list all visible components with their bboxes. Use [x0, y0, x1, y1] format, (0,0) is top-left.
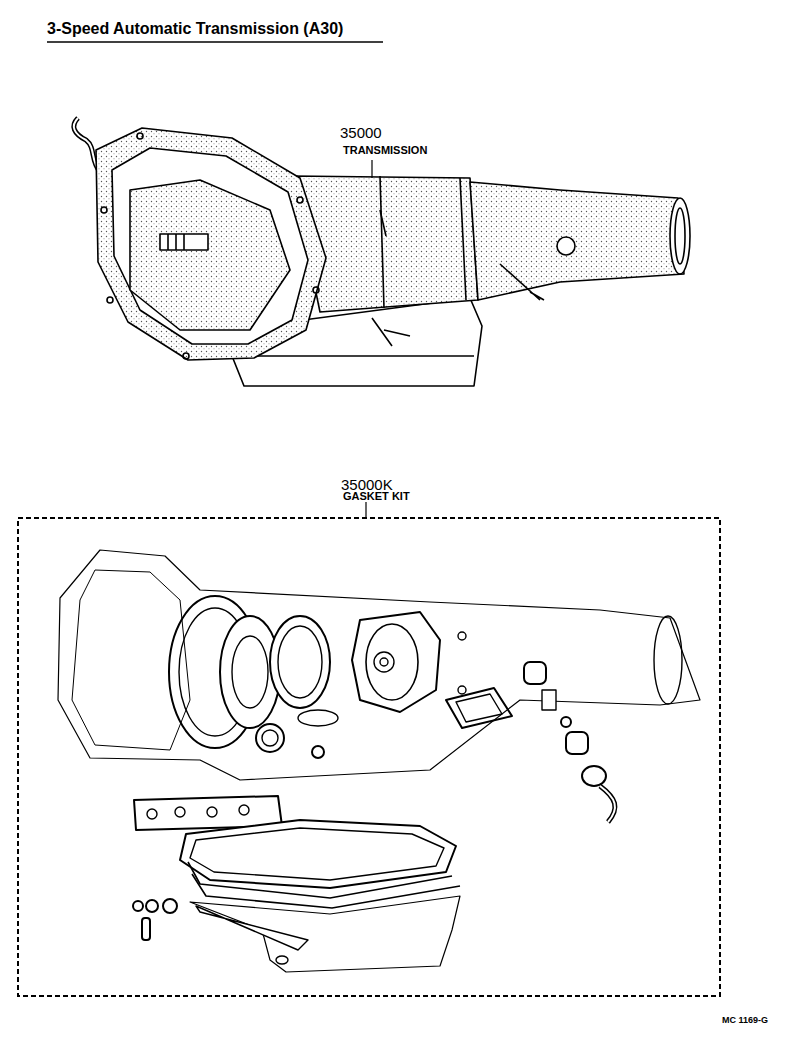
part-name: GASKET KIT	[343, 490, 410, 502]
leader-line	[365, 502, 366, 518]
gasket-kit-drawing	[58, 550, 700, 972]
part-number: 35000	[340, 125, 382, 142]
part-name: TRANSMISSION	[343, 144, 427, 156]
figure-code: MC 1169-G	[722, 1016, 768, 1026]
title-underline	[47, 41, 383, 43]
kit-boundary	[18, 518, 720, 996]
transmission-drawing	[74, 118, 690, 386]
leader-line	[371, 160, 372, 178]
page-title: 3-Speed Automatic Transmission (A30)	[47, 20, 343, 38]
